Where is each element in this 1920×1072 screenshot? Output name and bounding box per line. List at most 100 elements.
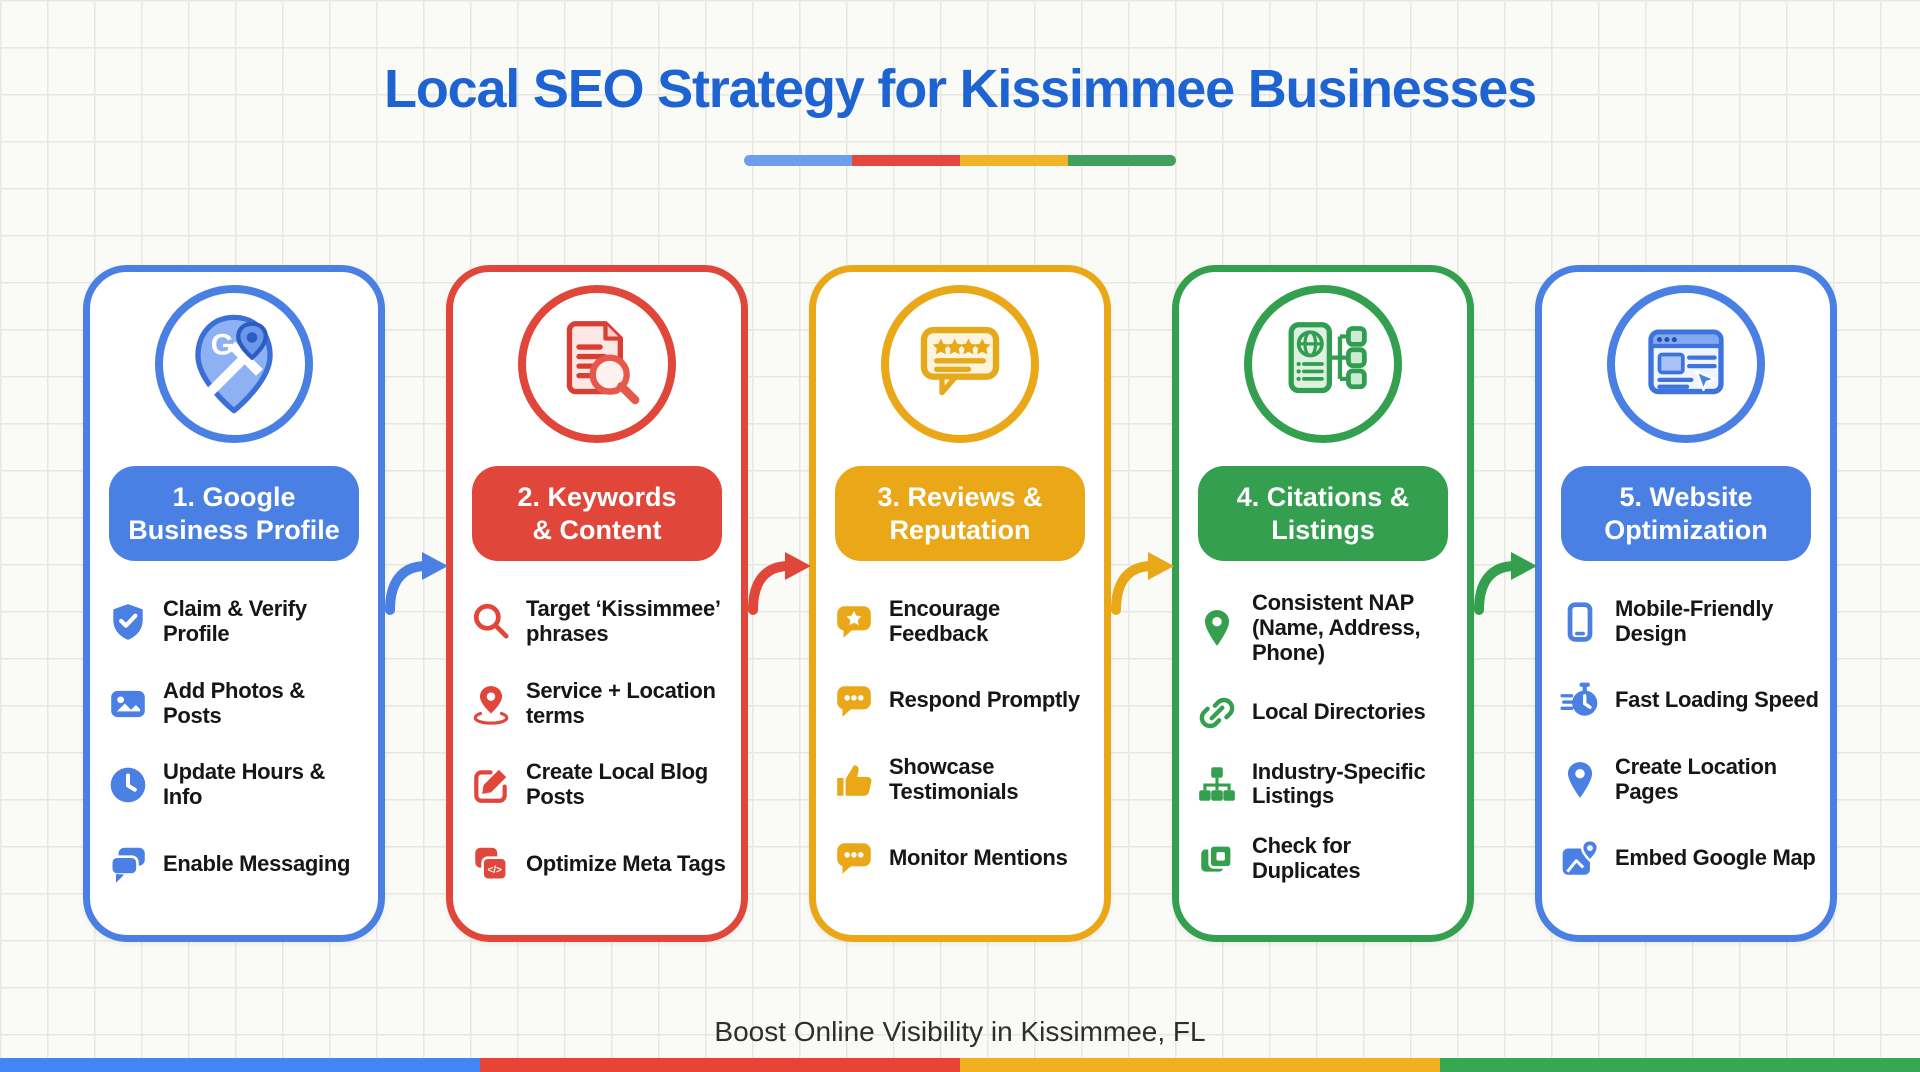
list-item: Encourage Feedback — [832, 596, 1094, 647]
bottom-bar-segment-red — [480, 1058, 960, 1072]
location-pin-icon — [1195, 606, 1239, 650]
page-title: Local SEO Strategy for Kissimmee Busines… — [384, 59, 1537, 119]
card-heading-line: 3. Reviews & — [877, 482, 1043, 513]
item-label: Local Directories — [1252, 699, 1426, 725]
list-item: Check for Duplicates — [1195, 833, 1457, 884]
item-label: Service + Location terms — [526, 677, 716, 728]
list-item: Create Local Blog Posts — [469, 760, 731, 810]
card-heading: 2. Keywords & Content — [472, 466, 722, 561]
google-maps-pin-icon: G — [155, 285, 313, 443]
item-label: Encourage Feedback — [889, 596, 1000, 646]
item-label: Check for Duplicates — [1252, 833, 1361, 884]
thumbs-up-icon — [832, 758, 876, 802]
flow-arrow-4-icon — [1474, 552, 1537, 615]
card-citations-listings: 4. Citations & Listings Consistent NAP (… — [1172, 265, 1474, 942]
search-icon — [469, 600, 513, 644]
item-label: Showcase Testimonials — [889, 753, 1019, 804]
chat-dots-icon — [832, 679, 876, 723]
list-item: Embed Google Map — [1558, 836, 1820, 880]
document-search-icon — [518, 285, 676, 443]
item-label: Enable Messaging — [163, 850, 351, 876]
footer-tagline: Boost Online Visibility in Kissimmee, FL — [714, 1016, 1206, 1047]
item-label: Embed Google Map — [1615, 845, 1816, 870]
card-items: Mobile-Friendly Design Fast Loading Spee… — [1542, 596, 1830, 880]
list-item: Update Hours & Info — [106, 760, 368, 810]
duplicates-icon — [1195, 837, 1239, 881]
review-bubble-icon — [881, 285, 1039, 443]
divider-segment-blue — [744, 155, 852, 166]
item-label: Claim & Verify Profile — [163, 596, 307, 646]
list-item: Monitor Mentions — [832, 836, 1094, 880]
card-heading: 4. Citations & Listings — [1198, 466, 1448, 561]
list-item: Consistent NAP (Name, Address, Phone) — [1195, 590, 1457, 666]
item-label: Optimize Meta Tags — [526, 850, 726, 876]
card-website-optimization: 5. Website Optimization Mobile-Friendly … — [1535, 265, 1837, 942]
card-reviews-reputation: 3. Reviews & Reputation Encourage Feedba… — [809, 265, 1111, 942]
card-heading-line: Reputation — [889, 514, 1031, 545]
svg-text:G: G — [211, 328, 234, 361]
flow-arrow-2-icon — [748, 552, 811, 615]
sitemap-icon — [1195, 762, 1239, 806]
card-heading: 1. Google Business Profile — [109, 466, 359, 561]
bottom-bar-segment-yellow — [960, 1058, 1440, 1072]
meta-tags-icon: </> — [469, 842, 513, 886]
list-item: Enable Messaging — [106, 842, 368, 886]
list-item: Service + Location terms — [469, 677, 731, 729]
location-pin-base-icon — [469, 682, 513, 726]
card-items: Encourage Feedback Respond Promptly Show… — [816, 596, 1104, 880]
bottom-bar-segment-blue — [0, 1058, 480, 1072]
website-browser-icon — [1607, 285, 1765, 443]
item-label: Respond Promptly — [889, 687, 1080, 713]
card-items: Consistent NAP (Name, Address, Phone) Lo… — [1179, 590, 1467, 884]
list-item: </> Optimize Meta Tags — [469, 842, 731, 886]
card-heading-line: Listings — [1271, 514, 1375, 545]
divider-segment-yellow — [960, 155, 1068, 166]
chat-dots-icon — [832, 836, 876, 880]
divider-segment-green — [1068, 155, 1176, 166]
card-items: Target ‘Kissimmee’ phrases Service + Loc… — [453, 596, 741, 886]
citations-listings-icon — [1244, 285, 1402, 443]
location-pin-icon — [1558, 758, 1602, 802]
list-item: Local Directories — [1195, 691, 1457, 735]
link-icon — [1195, 691, 1239, 735]
divider-segment-red — [852, 155, 960, 166]
list-item: Create Location Pages — [1558, 753, 1820, 805]
card-heading-line: 5. Website — [1619, 482, 1753, 513]
card-heading-line: Business Profile — [128, 514, 340, 545]
flow-arrow-1-icon — [385, 552, 448, 615]
list-item: Target ‘Kissimmee’ phrases — [469, 596, 731, 647]
cards-row: G 1. Google Business Profile Claim & Ver… — [83, 265, 1837, 942]
item-label: Mobile-Friendly Design — [1615, 596, 1774, 646]
item-label: Consistent NAP (Name, Address, Phone) — [1252, 590, 1421, 665]
list-item: Showcase Testimonials — [832, 753, 1094, 805]
item-label: Create Local Blog Posts — [526, 759, 708, 810]
star-bubble-icon — [832, 600, 876, 644]
item-label: Update Hours & Info — [163, 759, 326, 810]
card-heading-line: 4. Citations & — [1236, 482, 1410, 513]
card-heading: 3. Reviews & Reputation — [835, 466, 1085, 561]
list-item: Fast Loading Speed — [1558, 679, 1820, 723]
card-heading: 5. Website Optimization — [1561, 466, 1811, 561]
mobile-icon — [1558, 600, 1602, 644]
edit-icon — [469, 763, 513, 807]
card-keywords-content: 2. Keywords & Content Target ‘Kissimmee’… — [446, 265, 748, 942]
speed-icon — [1558, 679, 1602, 723]
title-divider — [744, 155, 1176, 166]
clock-icon — [106, 763, 150, 807]
bottom-color-bar — [0, 1058, 1920, 1072]
item-label: Target ‘Kissimmee’ phrases — [526, 596, 720, 646]
photos-icon — [106, 682, 150, 726]
messaging-icon — [106, 842, 150, 886]
card-heading-line: 1. Google — [172, 482, 296, 513]
bottom-bar-segment-green — [1440, 1058, 1920, 1072]
card-heading-line: & Content — [532, 514, 662, 545]
card-heading-line: Optimization — [1604, 514, 1768, 545]
list-item: Mobile-Friendly Design — [1558, 596, 1820, 647]
card-google-business-profile: G 1. Google Business Profile Claim & Ver… — [83, 265, 385, 942]
svg-text:</>: </> — [487, 865, 502, 876]
item-label: Fast Loading Speed — [1615, 687, 1819, 713]
flow-arrow-3-icon — [1111, 552, 1174, 615]
list-item: Add Photos & Posts — [106, 678, 368, 729]
item-label: Create Location Pages — [1615, 753, 1777, 804]
list-item: Industry-Specific Listings — [1195, 759, 1457, 810]
